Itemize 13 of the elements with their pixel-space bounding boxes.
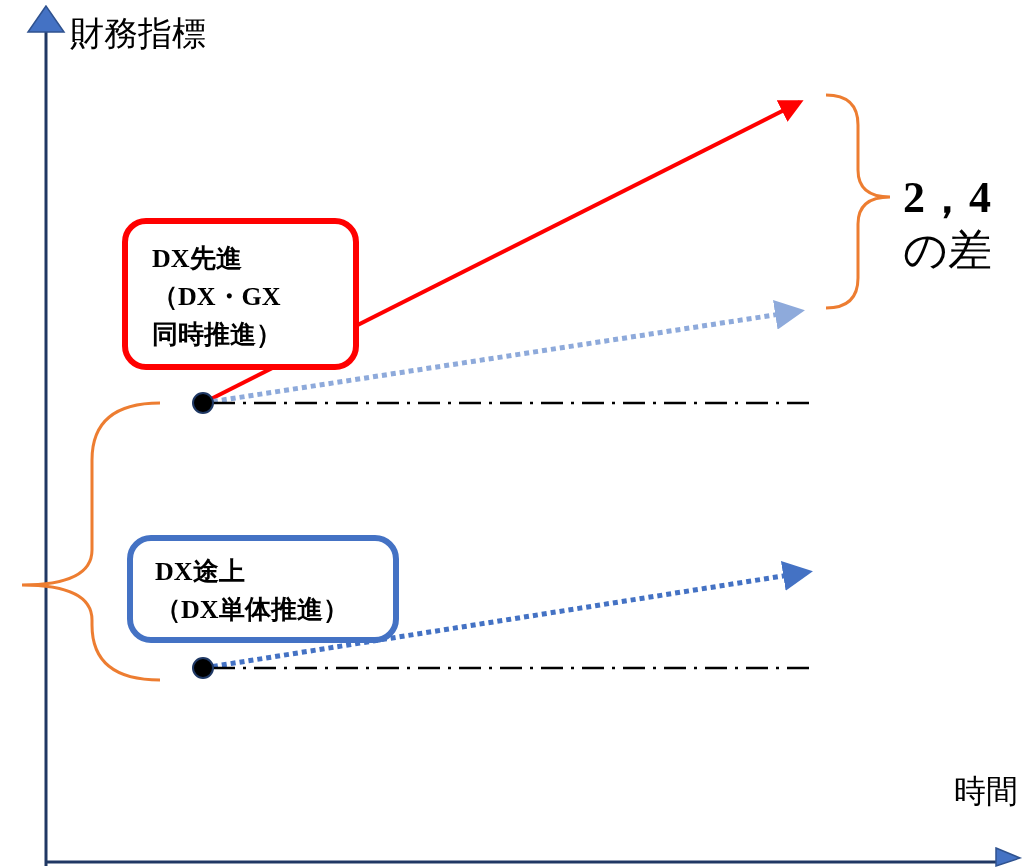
point-marker <box>192 392 214 414</box>
callout-box <box>127 535 399 643</box>
axis-label: 時間 <box>954 772 1019 811</box>
reference-line <box>213 401 810 405</box>
reference-line <box>213 666 810 670</box>
point-marker <box>192 657 214 679</box>
callout-box <box>122 218 359 370</box>
arrow <box>212 561 813 669</box>
difference-label: 2，4の差 <box>903 172 993 277</box>
box-label: DX先進（DX・GX同時推進） <box>152 243 283 351</box>
axis-label: 財務指標 <box>70 14 207 54</box>
arrow <box>212 300 805 404</box>
box-label: DX途上（DX単体推進） <box>155 556 350 626</box>
